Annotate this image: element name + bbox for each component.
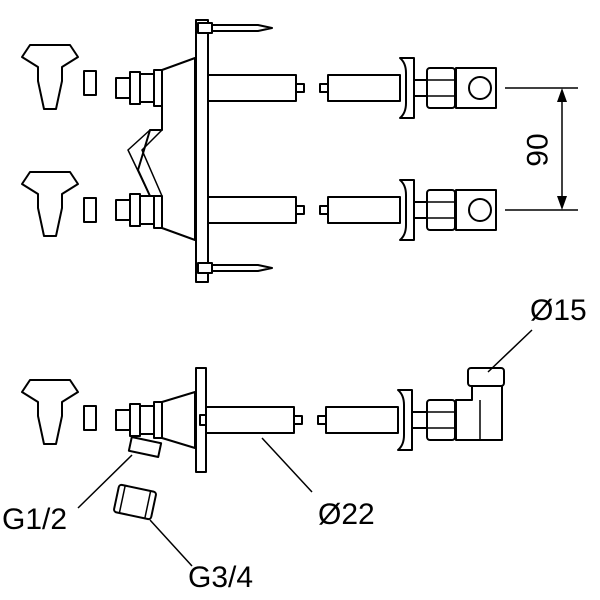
elbow-outlet bbox=[455, 367, 505, 441]
adapter-g34 bbox=[113, 483, 157, 521]
leader-g12 bbox=[77, 454, 133, 509]
valve-single bbox=[115, 401, 163, 439]
label-inlet-thread: G1/2 bbox=[2, 503, 68, 536]
valve-upper bbox=[115, 69, 163, 107]
label-adapter-thread: G3/4 bbox=[188, 561, 254, 594]
adapter-g12 bbox=[127, 436, 163, 458]
outlet-upper bbox=[455, 67, 497, 109]
leader-o15 bbox=[487, 329, 533, 373]
nut-lower bbox=[426, 189, 456, 231]
leader-o22 bbox=[261, 437, 313, 493]
wall-plate-upper bbox=[195, 19, 209, 283]
dimension-90 bbox=[505, 87, 578, 211]
key-middle bbox=[21, 171, 97, 237]
screw-top bbox=[197, 22, 273, 34]
label-outlet-diameter: Ø15 bbox=[530, 294, 587, 327]
nut-single bbox=[426, 399, 456, 441]
key-lower bbox=[21, 379, 97, 445]
valve-lower bbox=[115, 191, 163, 229]
pipe-single bbox=[205, 389, 431, 451]
screw-bottom bbox=[197, 262, 273, 274]
label-pipe-diameter: Ø22 bbox=[318, 498, 375, 531]
pipe-lower bbox=[207, 179, 433, 241]
leader-g34 bbox=[149, 519, 193, 567]
pipe-upper bbox=[207, 57, 433, 119]
nut-upper bbox=[426, 67, 456, 109]
key-upper bbox=[21, 44, 97, 110]
outlet-lower bbox=[455, 189, 497, 231]
label-spacing: 90 bbox=[521, 133, 555, 167]
